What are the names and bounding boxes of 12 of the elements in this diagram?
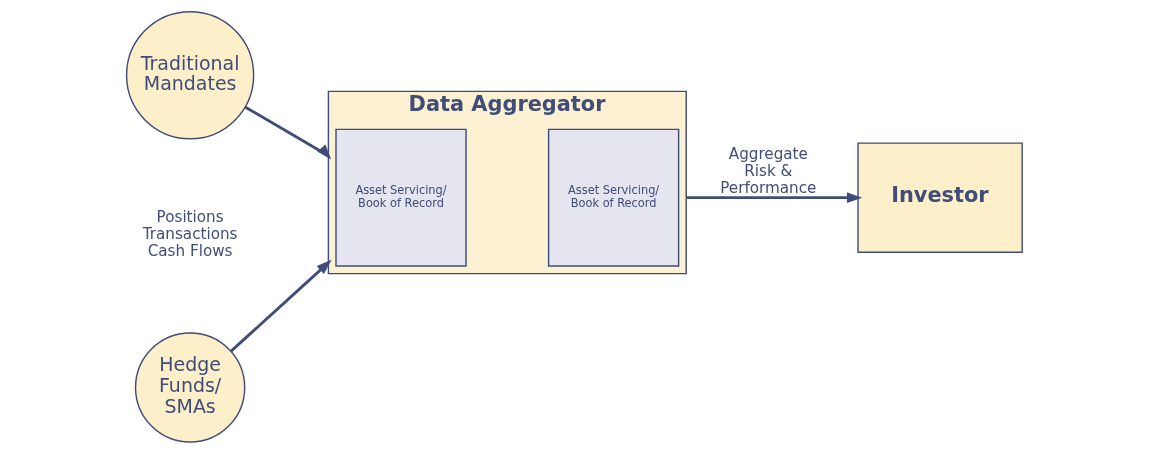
node-box: Asset Servicing/ Book of Record xyxy=(547,128,680,267)
label: Transactions xyxy=(142,225,238,244)
arrow xyxy=(686,192,863,203)
arrow xyxy=(230,259,332,353)
node-circle: Hedge Funds/ SMAs xyxy=(134,332,246,443)
label: Positions xyxy=(156,208,224,227)
arrow xyxy=(244,105,332,160)
node-circle: Traditional Mandates xyxy=(125,11,255,140)
node-box: Asset Servicing/ Book of Record xyxy=(335,128,467,267)
node-box: Investor xyxy=(857,142,1023,253)
edge-label: Aggregate Risk & Performance xyxy=(720,144,817,197)
label: Cash Flows xyxy=(147,242,233,261)
